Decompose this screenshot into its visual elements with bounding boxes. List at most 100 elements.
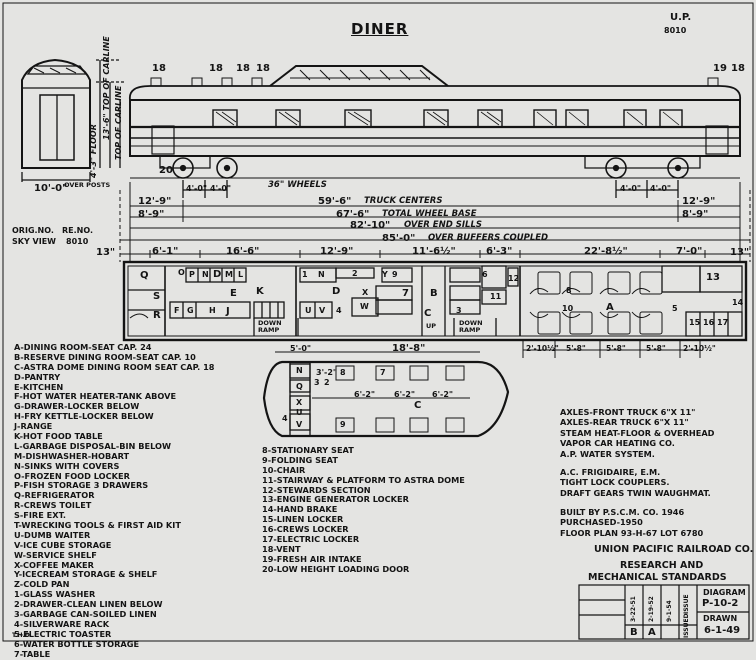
dome-label: 3: [314, 378, 320, 387]
plan-label: 15: [689, 318, 701, 327]
plan-label: 9: [392, 270, 398, 279]
legend-item: 19-FRESH AIR INTAKE: [262, 553, 362, 564]
callout-loading-door: 20: [159, 165, 173, 176]
spec-line: VAPOR CAR HEATING CO.: [560, 438, 675, 449]
equipment-line: A.C. FRIGIDAIRE, E.M.: [560, 467, 661, 477]
callout-fresh-air-intake: 19: [713, 63, 727, 74]
railroad-initials: U.P.: [670, 12, 692, 23]
legend-item: 8-STATIONARY SEAT: [262, 445, 354, 455]
dimension-lines: [119, 182, 751, 262]
history-line: FLOOR PLAN 93-H-67 LOT 6780: [560, 527, 704, 538]
legend-item: A-DINING ROOM-SEAT CAP. 24: [14, 342, 152, 352]
legend-item: D-PANTRY: [14, 371, 61, 382]
dome-dim: 3'-2": [316, 368, 338, 377]
car-number: 8010: [664, 26, 687, 35]
plan-label: 12: [508, 274, 520, 283]
dome-dim: 6'-2": [394, 390, 416, 399]
legend-item: 6-WATER BOTTLE STORAGE: [14, 638, 140, 649]
legend-item: 18-VENT: [262, 543, 301, 554]
floor-plan: [122, 260, 748, 342]
plan-label: W: [360, 302, 369, 311]
car-name: SKY VIEW: [12, 237, 56, 246]
callout-vent: 18: [209, 63, 223, 74]
end-width: 10'-0": [34, 183, 68, 194]
issue-label: ISSUE: [683, 594, 690, 614]
plan-label: V: [319, 306, 326, 315]
dim-over-buffers-label: OVER BUFFERS COUPLED: [428, 233, 549, 243]
legend-item: 11-STAIRWAY & PLATFORM TO ASTRA DOME: [262, 474, 465, 485]
plan-label: L: [238, 270, 244, 279]
truck-dim-front-1: 4'-0": [186, 184, 208, 193]
dome-label: 4: [282, 414, 288, 423]
legend-item: 14-HAND BRAKE: [262, 504, 338, 515]
plan-label: Y: [382, 270, 388, 279]
plan-label: D: [213, 269, 222, 280]
bay-dim: 2'-10½": [683, 344, 716, 353]
legend-item: H-FRY KETTLE-LOCKER BELOW: [14, 411, 154, 422]
dome-dim: 5'-0": [290, 344, 312, 353]
department-line-2: MECHANICAL STANDARDS: [588, 572, 727, 583]
plan-label: 2: [352, 269, 358, 278]
plan-label: 10: [562, 304, 574, 313]
dim-wheel-base: 67'-6": [336, 209, 370, 220]
dome-label: V: [296, 420, 303, 429]
plan-label: U: [305, 306, 312, 315]
bay-dim: 5'-8": [646, 344, 666, 353]
legend-item: U-DUMB WAITER: [14, 529, 91, 540]
legend-item: Y-ICECREAM STORAGE & SHELF: [14, 569, 158, 580]
plan-label: S: [153, 291, 161, 302]
plan-label: 14: [732, 298, 744, 307]
plan-label: E: [230, 288, 237, 299]
dim-segment: 11'-6½": [412, 246, 456, 257]
plan-label: 8: [566, 286, 572, 295]
legend-item: 13-ENGINE GENERATOR LOCKER: [262, 494, 409, 505]
dim-segment: 7'-0": [676, 246, 703, 257]
plan-label: F: [174, 306, 180, 315]
callout-vent: 18: [731, 63, 745, 74]
spec-line: AXLES-FRONT TRUCK 6"X 11": [560, 407, 696, 417]
dim-end-right: 12'-9": [682, 196, 716, 207]
dim-segment: 16'-6": [226, 246, 260, 257]
drafter-initials: T.H.D.: [12, 632, 33, 639]
dome-dim: 6'-2": [432, 390, 454, 399]
dome-plan: [262, 351, 510, 438]
revision-letter: B: [630, 627, 638, 638]
drawn-date: 6-1-49: [704, 625, 741, 636]
dome-label: U: [296, 408, 303, 417]
plan-label: A: [606, 302, 614, 313]
legend-item: F-HOT WATER HEATER-TANK ABOVE: [14, 391, 177, 402]
legend-item: 5-ELECTRIC TOASTER: [14, 628, 112, 639]
plan-label: C: [424, 308, 432, 319]
legend-item: 3-GARBAGE CAN-SOILED LINEN: [14, 609, 157, 620]
bay-dim: 5'-8": [606, 344, 626, 353]
down-ramp-label: DOWN RAMP: [459, 319, 483, 334]
stair-up-label: UP: [426, 322, 437, 330]
re-no-label: RE.NO.: [62, 226, 94, 235]
issued-label: ISSUED: [683, 613, 690, 638]
plan-label: 6: [482, 270, 488, 279]
bay-dim: 5'-8": [566, 344, 586, 353]
legend-item: M-DISHWASHER-HOBART: [14, 450, 130, 461]
height-floor-label: 4'-3" FLOOR: [89, 124, 98, 178]
revision-date: 2-19-52: [648, 596, 655, 622]
department-line-1: RESEARCH AND: [620, 560, 704, 571]
equipment-block: A.C. FRIGIDAIRE, E.M. TIGHT LOCK COUPLER…: [560, 467, 711, 499]
legend-item: 9-FOLDING SEAT: [262, 454, 338, 465]
legend-item: 16-CREWS LOCKER: [262, 524, 349, 535]
orig-no-label: ORIG.NO.: [12, 226, 54, 235]
legend-item: E-KITCHEN: [14, 381, 64, 392]
dim-segment: 13": [96, 247, 116, 258]
plan-label: R: [153, 310, 161, 321]
end-width-note: OVER POSTS: [64, 181, 111, 189]
legend-item: 7-TABLE: [14, 648, 51, 659]
dim-segment: 6'-1": [152, 246, 179, 257]
dim-truck-centers-label: TRUCK CENTERS: [364, 196, 443, 206]
plan-label: 3: [456, 306, 462, 315]
legend-item: 20-LOW HEIGHT LOADING DOOR: [262, 563, 410, 574]
plan-label: B: [430, 288, 438, 299]
title-block-grid: [578, 584, 750, 640]
dim-end-left: 12'-9": [138, 196, 172, 207]
legend-item: 1-GLASS WASHER: [14, 589, 96, 600]
diagram-number: P-10-2: [702, 598, 739, 609]
plan-label: Q: [140, 270, 149, 281]
